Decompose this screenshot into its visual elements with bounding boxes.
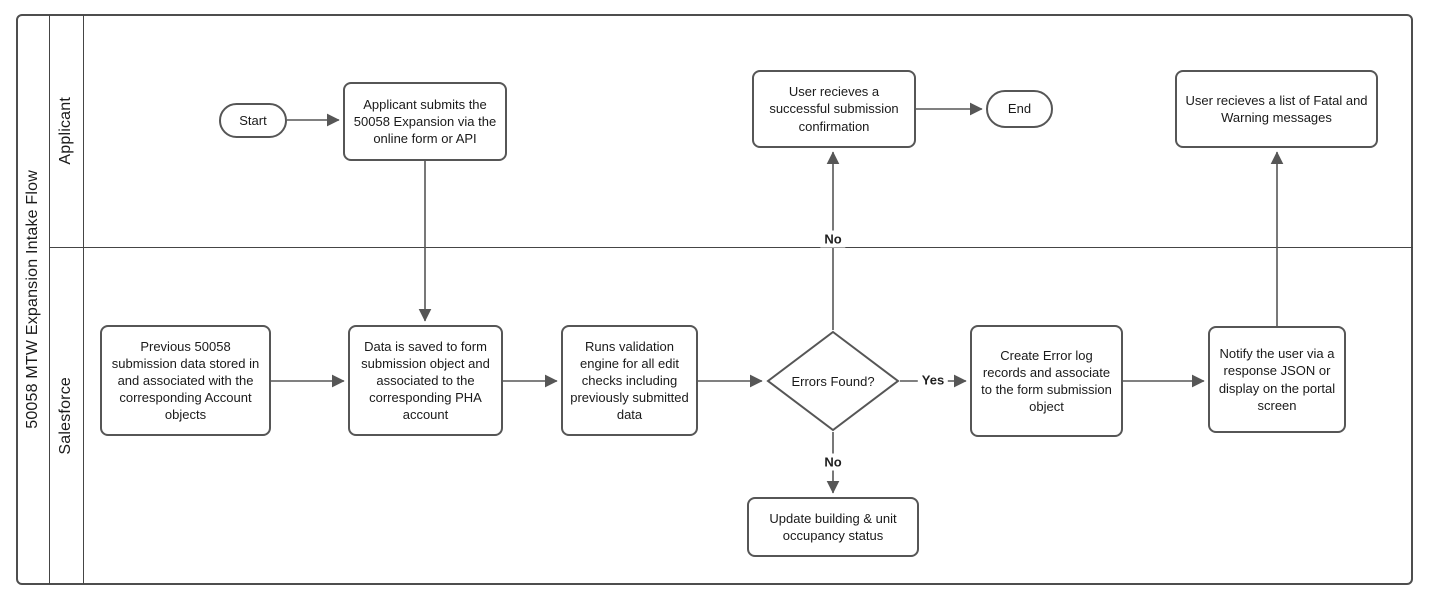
node-fatal-warning-list: User recieves a list of Fatal and Warnin… bbox=[1175, 70, 1378, 148]
node-update-occupancy: Update building & unit occupancy status bbox=[747, 497, 919, 557]
node-notify-user: Notify the user via a response JSON or d… bbox=[1208, 326, 1346, 433]
lane-label-applicant: Applicant bbox=[57, 96, 74, 165]
diamond-shape-icon bbox=[766, 330, 900, 432]
node-label: Errors Found? bbox=[791, 373, 875, 389]
node-runs-validation: Runs validation engine for all edit chec… bbox=[561, 325, 698, 436]
node-errors-found-decision: Errors Found? bbox=[766, 330, 900, 432]
lane-divider bbox=[49, 247, 1413, 248]
lane-label-cell-applicant: Applicant bbox=[49, 14, 83, 247]
node-start: Start bbox=[219, 103, 287, 138]
title-column-divider bbox=[49, 15, 50, 584]
node-label: Notify the user via a response JSON or d… bbox=[1218, 346, 1336, 413]
node-label: Data is saved to form submission object … bbox=[361, 338, 490, 423]
node-data-saved: Data is saved to form submission object … bbox=[348, 325, 503, 436]
node-label: Previous 50058 submission data stored in… bbox=[111, 338, 260, 423]
node-label: Create Error log records and associate t… bbox=[981, 347, 1112, 415]
edge-label-no-bottom: No bbox=[820, 453, 846, 471]
lane-label-column-divider bbox=[83, 15, 84, 584]
diagram-title-cell: 50058 MTW Expansion Intake Flow bbox=[16, 14, 49, 585]
node-label: Runs validation engine for all edit chec… bbox=[570, 338, 689, 423]
node-create-error-log: Create Error log records and associate t… bbox=[970, 325, 1123, 437]
node-label: User recieves a list of Fatal and Warnin… bbox=[1185, 92, 1368, 125]
node-applicant-submits: Applicant submits the 50058 Expansion vi… bbox=[343, 82, 507, 161]
diagram-title: 50058 MTW Expansion Intake Flow bbox=[23, 170, 41, 429]
edge-label-yes: Yes bbox=[917, 371, 949, 389]
node-label: User recieves a successful submission co… bbox=[769, 84, 899, 134]
lane-label-cell-salesforce: Salesforce bbox=[49, 247, 83, 585]
node-label: Update building & unit occupancy status bbox=[769, 510, 897, 543]
node-previous-submission: Previous 50058 submission data stored in… bbox=[100, 325, 271, 436]
node-end: End bbox=[986, 90, 1053, 128]
diagram-frame bbox=[16, 14, 1413, 585]
node-label: End bbox=[1007, 101, 1032, 117]
node-success-confirmation: User recieves a successful submission co… bbox=[752, 70, 916, 148]
node-label: Applicant submits the 50058 Expansion vi… bbox=[353, 96, 497, 147]
edge-label-no-top: No bbox=[820, 230, 846, 248]
node-label: Start bbox=[239, 112, 267, 128]
lane-label-salesforce: Salesforce bbox=[57, 377, 74, 455]
